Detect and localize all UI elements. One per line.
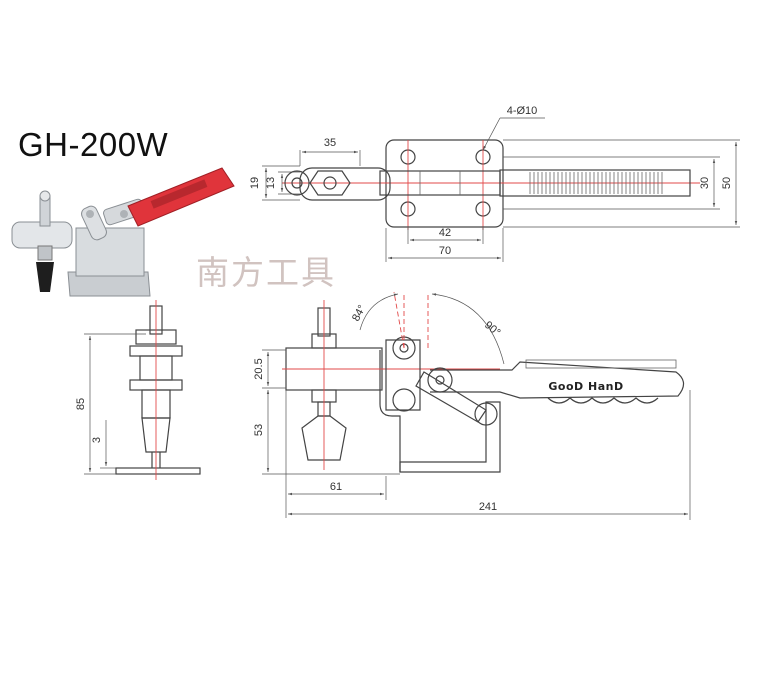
dim-hole: 4-Ø10: [507, 105, 538, 117]
dim-angle84: 84°: [350, 303, 368, 323]
handle-grip-top: [529, 172, 663, 194]
dim-19: 19: [249, 177, 261, 189]
dim-35: 35: [324, 137, 336, 149]
dim-13: 13: [265, 177, 277, 189]
dim-30: 30: [699, 177, 711, 189]
dim-20-5: 20.5: [253, 358, 265, 379]
dim-61: 61: [330, 481, 342, 493]
top-view: 35 19 13 4-Ø10 42 70 30 50: [249, 105, 740, 262]
dim-42: 42: [439, 227, 451, 239]
side-view: GooD HanD 84° 90° 20.5 53 61 241: [253, 291, 691, 520]
dim-85: 85: [75, 398, 87, 410]
model-title: GH-200W: [18, 126, 169, 163]
product-photo: [11, 167, 235, 297]
dim-53: 53: [253, 424, 265, 436]
watermark: 南方工具: [196, 253, 336, 292]
dim-241: 241: [479, 501, 497, 513]
brand-label: GooD HanD: [548, 380, 623, 393]
dim-70: 70: [439, 245, 451, 257]
end-view: 85 3: [75, 300, 201, 480]
dim-50: 50: [721, 177, 733, 189]
dim-3: 3: [91, 437, 103, 443]
